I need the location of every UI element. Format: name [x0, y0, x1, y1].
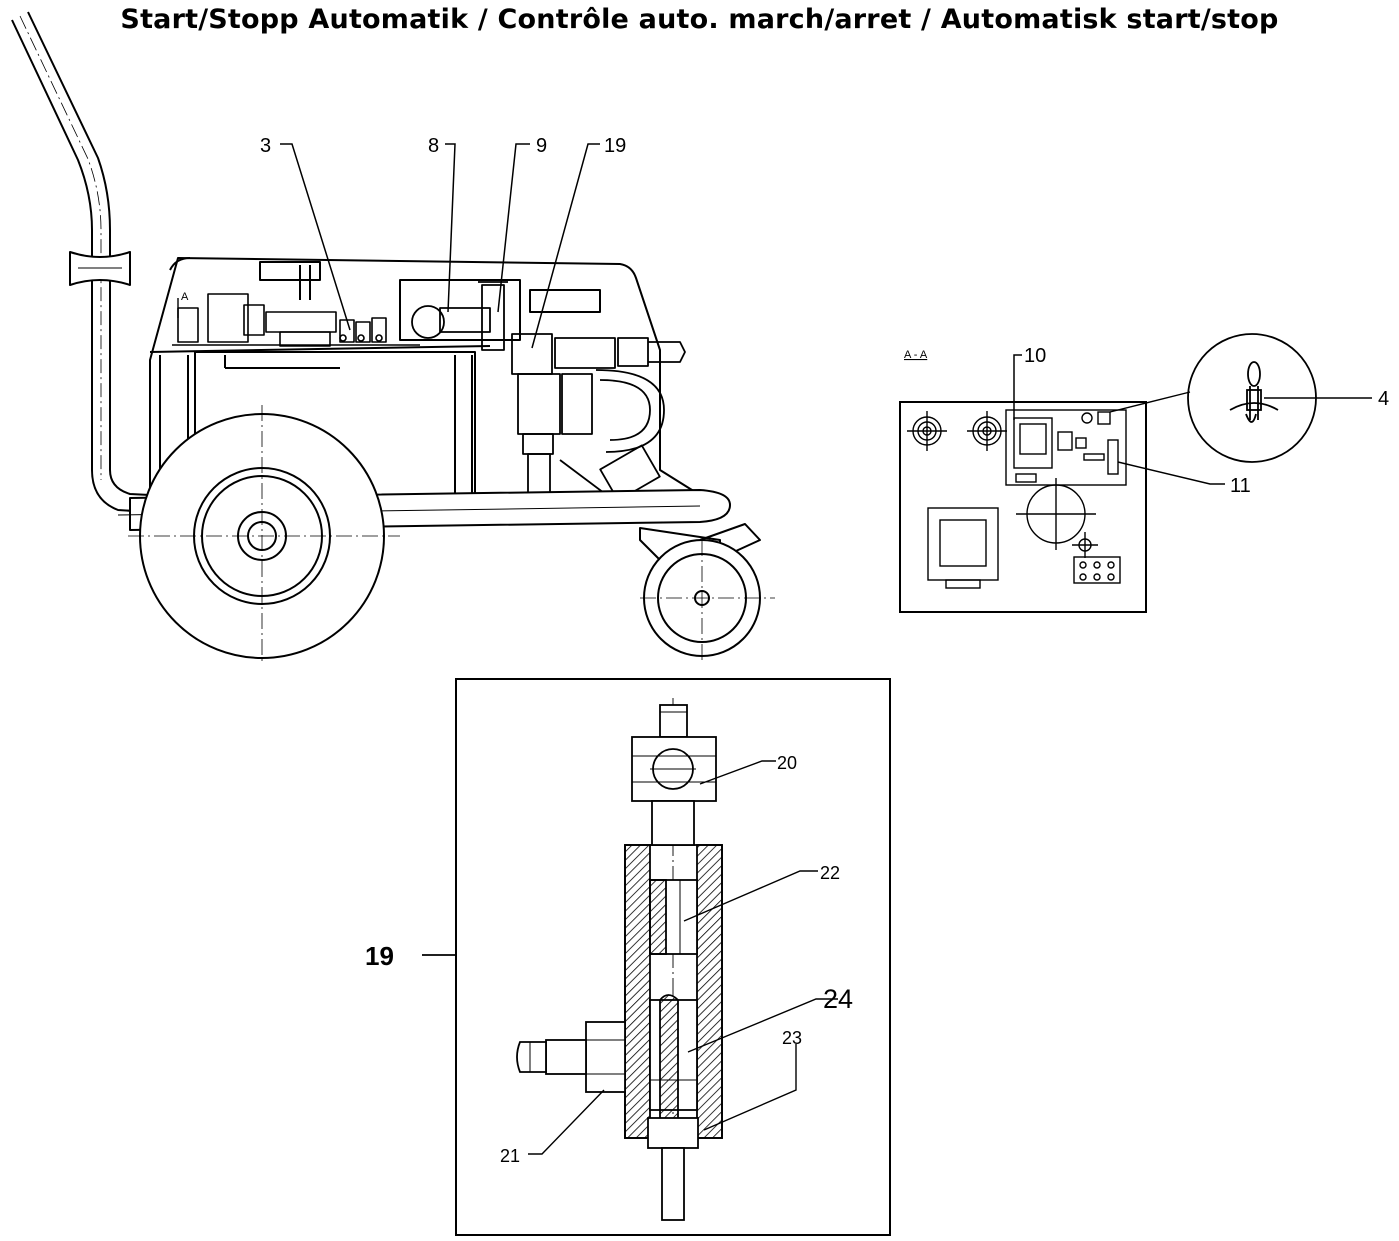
- callout-21: 21: [500, 1146, 520, 1166]
- front-caster: [639, 523, 775, 660]
- callout-8: 8: [428, 135, 439, 157]
- rear-wheel: [128, 405, 400, 665]
- detail-19-label: 19: [365, 941, 394, 971]
- detail-magnifier-lamp: [1109, 333, 1317, 463]
- callout-10: 10: [1024, 345, 1046, 367]
- control-board: [172, 293, 420, 347]
- machine-side-view: [11, 11, 775, 665]
- leader-lines-machine: [280, 143, 600, 349]
- leader-lines-section: [1013, 354, 1372, 485]
- callout-9: 9: [536, 135, 547, 157]
- callout-19: 19: [604, 135, 626, 157]
- callout-22: 22: [820, 863, 840, 883]
- callout-23: 23: [782, 1028, 802, 1048]
- section-label: A - A: [904, 349, 928, 361]
- view-marker-a: A: [181, 291, 189, 303]
- callout-4: 4: [1378, 388, 1389, 410]
- page-title: Start/Stopp Automatik / Contrôle auto. m…: [120, 4, 1279, 35]
- callout-24: 24: [823, 984, 853, 1014]
- callout-20: 20: [777, 753, 797, 773]
- pressure-switch-section: [516, 698, 723, 1222]
- section-a-a-panel: [899, 401, 1147, 613]
- callout-11: 11: [1230, 475, 1251, 497]
- leader-lines-detail: [528, 760, 838, 1155]
- handle: [11, 11, 151, 513]
- callout-3: 3: [260, 135, 271, 157]
